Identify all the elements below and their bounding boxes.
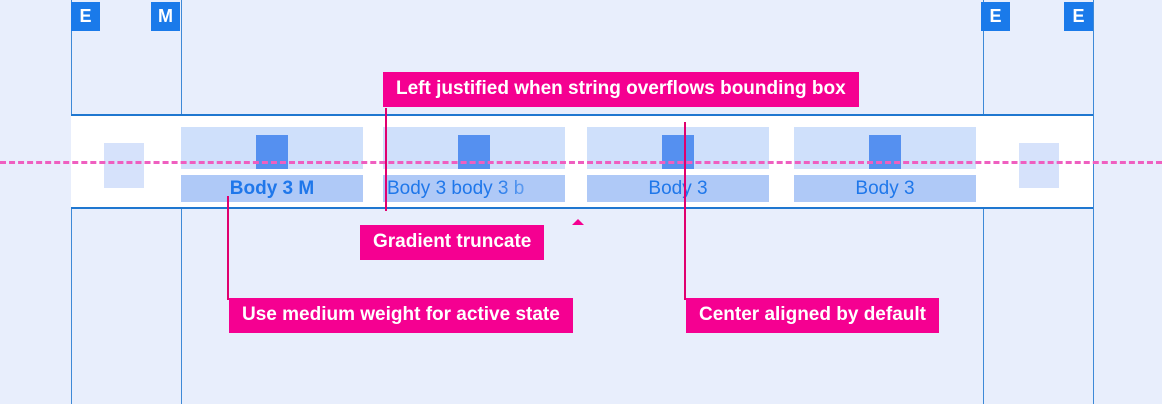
edge-badge-e-right-inner: E xyxy=(981,2,1010,31)
tab-body-3-body-3-b[interactable]: Body 3 body 3 b xyxy=(383,127,565,202)
tab-label: Body 3 body 3 b xyxy=(387,178,525,199)
center-baseline-guide xyxy=(0,161,1162,164)
annotation-medium-weight: Use medium weight for active state xyxy=(229,298,573,333)
connector-center-aligned xyxy=(684,122,686,300)
tab-label: Body 3 xyxy=(855,178,915,199)
tab-label-area: Body 3 M xyxy=(181,175,363,202)
spacer-left xyxy=(104,143,144,188)
edge-badge-e-right-outer: E xyxy=(1064,2,1093,31)
tab-label: Body 3 xyxy=(648,178,708,199)
connector-medium-weight xyxy=(227,196,229,300)
tab-body-3-m[interactable]: Body 3 M xyxy=(181,127,363,202)
tab-label: Body 3 M xyxy=(229,178,315,199)
spacer-right xyxy=(1019,143,1059,188)
annotation-center-aligned: Center aligned by default xyxy=(686,298,939,333)
edge-badge-m-left-inner: M xyxy=(151,2,180,31)
connector-left-justified xyxy=(385,108,387,211)
edge-badge-e-left-outer: E xyxy=(71,2,100,31)
tab-body-3-third[interactable]: Body 3 xyxy=(587,127,769,202)
annotation-gradient-truncate: Gradient truncate xyxy=(360,225,545,260)
pointer-gradient-truncate xyxy=(572,219,584,225)
annotation-left-justified: Left justified when string overflows bou… xyxy=(383,72,859,107)
tab-label-area: Body 3 xyxy=(794,175,976,202)
tab-body-3-fourth[interactable]: Body 3 xyxy=(794,127,976,202)
guide-right-outer xyxy=(1093,0,1094,404)
tab-label-area: Body 3 body 3 b xyxy=(383,175,565,202)
tab-label-area: Body 3 xyxy=(587,175,769,202)
